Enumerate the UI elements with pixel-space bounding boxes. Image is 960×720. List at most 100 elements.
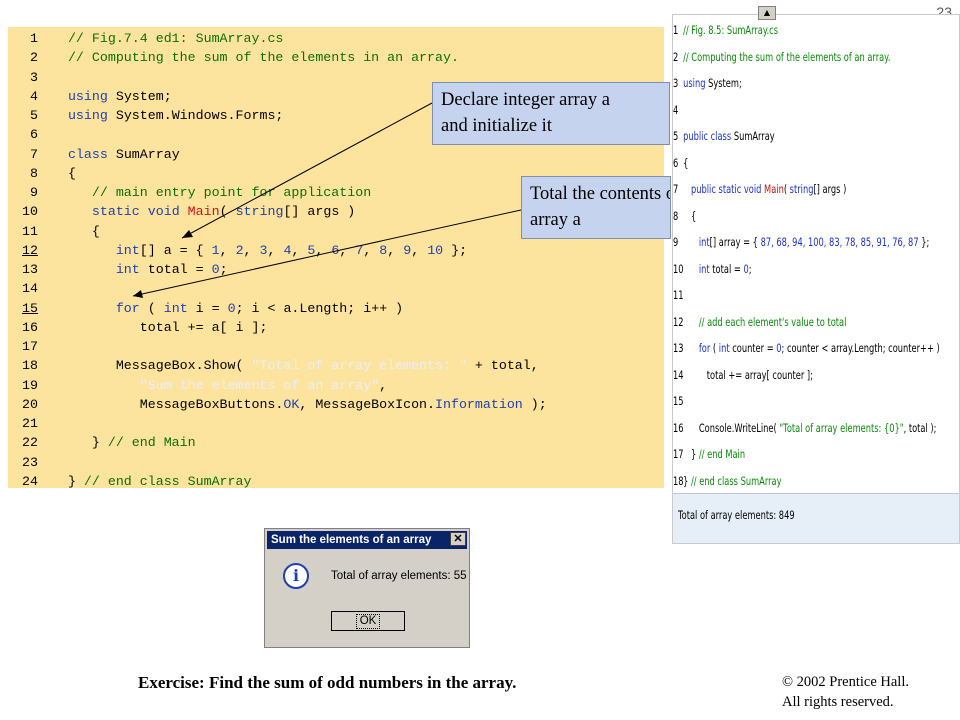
code-token: , [387,242,404,258]
code-line: 6 [8,125,44,144]
editor-line-number: 4 [673,102,679,117]
line-number: 5 [30,108,38,123]
editor-line: 12 // add each element's value to total [673,309,846,335]
callout-total-line2: array a [530,210,581,230]
line-number: 20 [22,396,38,412]
editor-line: 10 int total = 0; [673,256,752,282]
code-token: SumArray [107,146,180,162]
editor-line-number: 15 [673,394,684,408]
code-line: 1 // Fig.7.4 ed1: SumArray.cs [8,29,283,48]
callout-total-line1: Total the contents of [530,184,671,204]
editor-token: for [698,341,711,355]
line-number: 11 [22,223,38,239]
code-token: , [339,242,356,258]
exercise-caption: Exercise: Find the sum of odd numbers in… [138,673,517,692]
editor-token: Main [764,182,784,196]
line-number: 13 [22,262,38,277]
code-token: , [411,242,428,258]
code-token: ; i < a.Length; i++ ) [235,300,404,316]
editor-line: 13 for ( int counter = 0; counter < arra… [673,335,940,361]
console-output-text: Total of array elements: 849 [678,508,795,522]
code-line: 8 { [8,164,76,183]
message-box-text: Total of array elements: 55 [331,570,467,582]
line-number: 15 [22,300,38,316]
line-number: 2 [30,50,38,66]
code-line: 3 [8,68,44,87]
editor-line-number: 9 [673,235,679,249]
code-line: 20 MessageBoxButtons.OK, MessageBoxIcon.… [8,395,547,414]
code-token: ); [522,396,547,412]
editor-line-number: 10 [673,261,684,276]
editor-token: total = [709,261,744,276]
code-token: string [235,204,284,220]
information-icon: i [283,563,309,589]
ok-button[interactable]: OK [331,611,405,631]
line-number: 8 [30,165,38,181]
code-token: 4 [283,242,292,258]
code-token: 0 [211,262,220,277]
scroll-up-button[interactable]: ▲ [758,6,776,20]
editor-token: } [683,473,691,488]
editor-token: int [718,341,730,355]
editor-line: 14 total += array[ counter ]; [673,362,813,388]
code-line: 7 class SumArray [8,145,180,164]
code-token: } [44,435,108,451]
code-line: 15 for ( int i = 0; i < a.Length; i++ ) [8,299,403,318]
editor-line-number: 7 [673,182,679,196]
editor-line: 16 Console.WriteLine( "Total of array el… [673,415,936,441]
code-token: using [67,108,108,123]
editor-token: Console.WriteLine( [683,420,780,435]
editor-line: 17 } // end Main [673,441,745,467]
editor-token: counter = [729,341,777,355]
code-line: 11 { [8,222,100,241]
code-line: 12 int[] a = { 1, 2, 3, 4, 5, 6, 7, 8, 9… [8,241,467,260]
editor-token: using [683,76,706,90]
copyright-line2: All rights reserved. [782,694,894,710]
editor-token: 0 [776,341,782,355]
line-number: 4 [30,88,38,104]
editor-token: public class [683,129,732,143]
editor-token: ( [783,182,790,196]
code-line: 10 static void Main( string[] args ) [8,202,355,221]
code-token: , [291,242,308,258]
editor-token: // end Main [698,447,746,461]
editor-line: 15 [673,388,684,414]
code-token: 9 [403,242,412,258]
line-number: 14 [22,281,38,297]
editor-token: System; [705,76,742,90]
editor-token: { [683,155,689,170]
code-token: // end class SumArray [83,473,252,489]
editor-token: // end class SumArray [690,473,782,488]
code-token: ( [139,300,164,316]
line-number: 7 [30,146,38,162]
code-token: "Sum the elements of an array" [139,377,380,393]
code-line: 13 int total = 0; [8,260,228,279]
line-number: 19 [22,377,38,393]
callout-declare-line1: Declare integer array a [441,90,610,110]
code-token: MessageBoxButtons. [44,396,284,412]
line-number: 6 [30,127,38,143]
editor-line-number: 12 [673,314,684,329]
code-token: , [379,377,388,393]
code-token: int [163,300,188,316]
line-number: 21 [22,416,38,431]
code-token: , [267,242,284,258]
close-icon[interactable]: ✕ [450,532,466,546]
declare-arrowhead [182,230,193,238]
line-number: 10 [22,204,38,220]
code-token: MessageBox.Show( [44,358,252,374]
editor-token: ; counter < array.Length; counter++ ) [781,341,940,355]
editor-token: public static void [690,182,762,196]
code-token: , [243,242,260,258]
callout-total-array: Total the contents of array a [521,176,671,239]
code-token: static [91,204,140,220]
ok-button-label: OK [355,614,381,629]
code-line: 24 } // end class SumArray [8,472,251,491]
code-token: // main entry point for application [91,185,372,200]
editor-token: string [789,182,814,196]
editor-line-number: 16 [673,420,684,435]
editor-line: 8 { [673,203,696,229]
editor-token: [] array = { [709,235,761,249]
total-arrowhead [133,290,143,298]
